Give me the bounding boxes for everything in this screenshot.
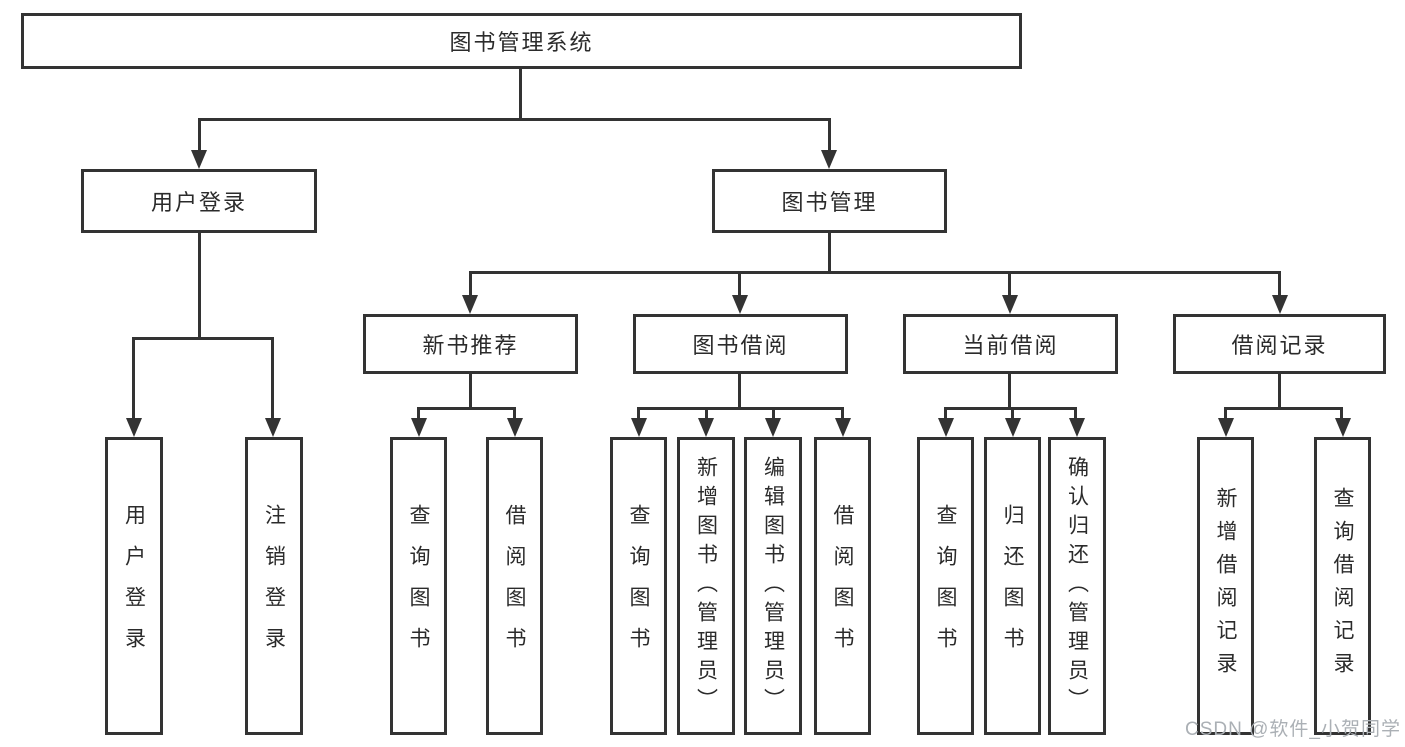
- arrow-down-icon: [1069, 418, 1085, 437]
- leaf-label: 查询图书: [407, 504, 430, 668]
- arrow-down-icon: [765, 418, 781, 437]
- connector-line: [772, 407, 775, 419]
- leaf-label: 查询图书: [627, 504, 650, 668]
- leaf-label: 借阅图书: [503, 504, 526, 668]
- leaf-borrow-books: 借阅图书: [814, 437, 871, 735]
- connector-line: [469, 271, 472, 296]
- connector-line: [469, 374, 472, 407]
- connector-line: [637, 407, 844, 410]
- arrow-down-icon: [1002, 295, 1018, 314]
- connector-line: [198, 118, 831, 121]
- connector-line: [1340, 407, 1343, 419]
- arrow-down-icon: [1335, 418, 1351, 437]
- connector-line: [198, 118, 201, 151]
- connector-line: [841, 407, 844, 419]
- leaf-edit-books-admin: 编辑图书（管理员）: [744, 437, 802, 735]
- leaf-user-login: 用户登录: [105, 437, 163, 735]
- leaf-confirm-return-admin: 确认归还（管理员）: [1048, 437, 1106, 735]
- connector-line: [738, 271, 741, 296]
- connector-line: [944, 407, 1077, 410]
- leaf-label: 确认归还（管理员）: [1065, 455, 1089, 717]
- node-book-management: 图书管理: [712, 169, 947, 233]
- node-borrow-records: 借阅记录: [1173, 314, 1386, 374]
- connector-line: [738, 374, 741, 407]
- leaf-return-books: 归还图书: [984, 437, 1041, 735]
- arrow-down-icon: [938, 418, 954, 437]
- leaf-add-borrow-record: 新增借阅记录: [1197, 437, 1254, 735]
- connector-line: [944, 407, 947, 419]
- leaf-query-borrow-record: 查询借阅记录: [1314, 437, 1371, 735]
- node-label: 借阅记录: [1231, 333, 1328, 358]
- leaf-query-books-recommend: 查询图书: [390, 437, 447, 735]
- node-book-borrow: 图书借阅: [633, 314, 848, 374]
- leaf-label: 新增借阅记录: [1214, 487, 1237, 685]
- node-user-login: 用户登录: [81, 169, 317, 233]
- csdn-watermark: CSDN @软件_小贺同学: [1185, 719, 1401, 740]
- connector-line: [828, 118, 831, 151]
- node-label: 图书借阅: [692, 333, 789, 358]
- connector-line: [469, 271, 1281, 274]
- arrow-down-icon: [698, 418, 714, 437]
- node-current-borrow: 当前借阅: [903, 314, 1118, 374]
- connector-line: [1011, 407, 1014, 419]
- connector-line: [417, 407, 420, 419]
- connector-line: [132, 337, 274, 340]
- connector-line: [519, 69, 522, 118]
- connector-line: [1278, 271, 1281, 296]
- leaf-query-books-borrow: 查询图书: [610, 437, 667, 735]
- connector-line: [705, 407, 708, 419]
- connector-line: [1224, 407, 1227, 419]
- arrow-down-icon: [507, 418, 523, 437]
- leaf-add-books-admin: 新增图书（管理员）: [677, 437, 735, 735]
- leaf-logout: 注销登录: [245, 437, 303, 735]
- connector-line: [1008, 374, 1011, 407]
- node-new-book-recommend: 新书推荐: [363, 314, 578, 374]
- node-label: 图书管理: [781, 190, 878, 215]
- leaf-label: 归还图书: [1001, 504, 1024, 668]
- connector-line: [1008, 271, 1011, 296]
- arrow-down-icon: [835, 418, 851, 437]
- arrow-down-icon: [1218, 418, 1234, 437]
- arrow-down-icon: [732, 295, 748, 314]
- connector-line: [132, 337, 135, 419]
- connector-line: [828, 233, 831, 271]
- leaf-label: 查询借阅记录: [1331, 487, 1354, 685]
- connector-line: [198, 233, 201, 337]
- leaf-borrow-books-recommend: 借阅图书: [486, 437, 543, 735]
- connector-line: [1224, 407, 1343, 410]
- connector-line: [1074, 407, 1077, 419]
- node-library-system: 图书管理系统: [21, 13, 1022, 69]
- arrow-down-icon: [191, 150, 207, 169]
- arrow-down-icon: [411, 418, 427, 437]
- connector-line: [1278, 374, 1281, 407]
- arrow-down-icon: [1272, 295, 1288, 314]
- connector-line: [513, 407, 516, 419]
- leaf-label: 编辑图书（管理员）: [761, 455, 785, 717]
- connector-line: [417, 407, 516, 410]
- arrow-down-icon: [631, 418, 647, 437]
- leaf-label: 用户登录: [122, 504, 146, 668]
- node-label: 新书推荐: [422, 333, 519, 358]
- arrow-down-icon: [126, 418, 142, 437]
- leaf-label: 借阅图书: [831, 504, 854, 668]
- leaf-label: 查询图书: [934, 504, 957, 668]
- node-label: 当前借阅: [962, 333, 1059, 358]
- arrow-down-icon: [821, 150, 837, 169]
- leaf-label: 注销登录: [262, 504, 286, 668]
- node-label: 图书管理系统: [449, 30, 594, 55]
- arrow-down-icon: [462, 295, 478, 314]
- connector-line: [637, 407, 640, 419]
- leaf-label: 新增图书（管理员）: [694, 455, 718, 717]
- arrow-down-icon: [1005, 418, 1021, 437]
- leaf-query-books-current: 查询图书: [917, 437, 974, 735]
- arrow-down-icon: [265, 418, 281, 437]
- node-label: 用户登录: [150, 190, 247, 215]
- connector-line: [271, 337, 274, 419]
